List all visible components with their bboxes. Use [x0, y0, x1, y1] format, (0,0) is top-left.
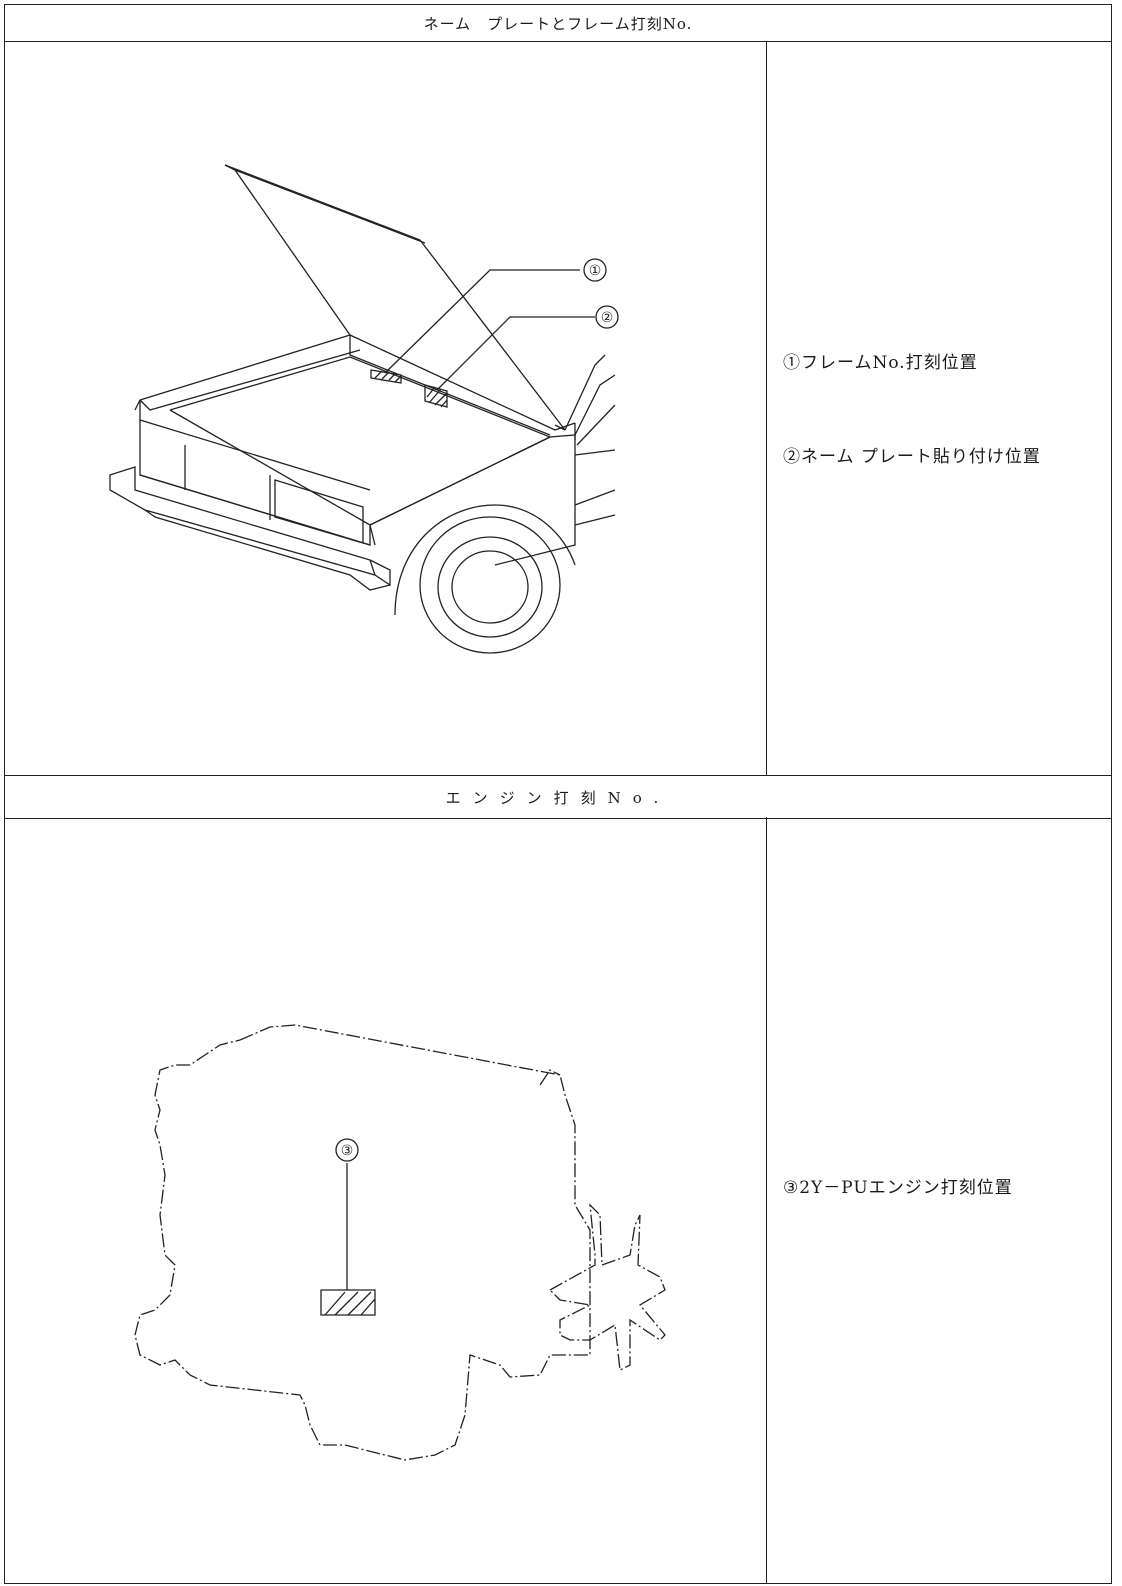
column-divider-1	[766, 41, 767, 775]
section2-title: エンジン打刻No.	[5, 775, 1111, 819]
callout-1-label: ①	[589, 263, 602, 279]
callout-2-label: ②	[601, 310, 614, 326]
caption-engine-stamp-position: ③2Y－PUエンジン打刻位置	[783, 1178, 1013, 1198]
caption-frame-no-position: ①フレームNo.打刻位置	[783, 353, 978, 373]
document-page: ネーム プレートとフレーム打刻No.	[4, 4, 1112, 1584]
engine-illustration: ③	[134, 1024, 666, 1461]
section2-title-text: エンジン打刻No.	[445, 788, 671, 807]
caption-name-plate-position: ②ネーム プレート貼り付け位置	[783, 447, 1041, 467]
callout-3-label: ③	[341, 1143, 354, 1159]
section1-title-text: ネーム プレートとフレーム打刻No.	[423, 14, 693, 33]
callout-2: ②	[595, 305, 619, 329]
section1-title: ネーム プレートとフレーム打刻No.	[5, 5, 1111, 42]
column-divider-2	[766, 817, 767, 1583]
callout-1: ①	[583, 258, 607, 282]
callout-3: ③	[335, 1138, 359, 1162]
car-hood-illustration: ① ②	[109, 164, 619, 654]
